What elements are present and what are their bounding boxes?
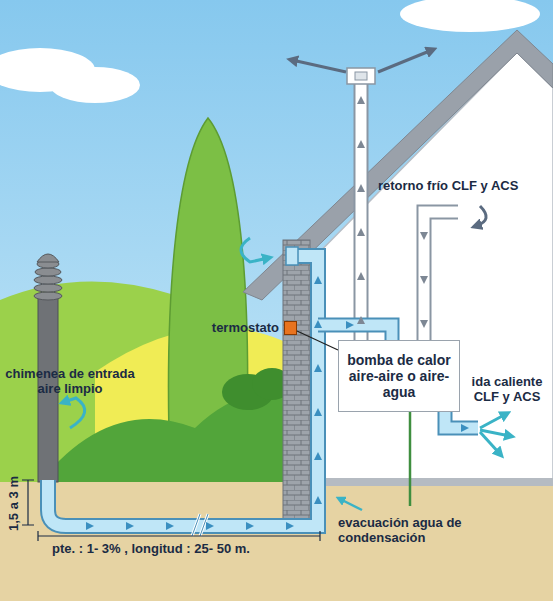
flow-arrow <box>357 96 365 104</box>
landscape <box>0 118 292 482</box>
flow-arrow <box>357 272 365 280</box>
return-duct <box>424 212 458 342</box>
flow-arrow <box>420 320 428 328</box>
flow-arrow <box>314 452 322 460</box>
house <box>243 30 553 300</box>
fresh-air-duct <box>192 514 208 536</box>
air-arrows <box>292 60 346 72</box>
flow-arrow <box>126 522 134 530</box>
air-arrows <box>340 499 362 510</box>
sky <box>400 0 540 32</box>
exhaust-duct <box>355 72 367 80</box>
flow-arrow <box>420 232 428 240</box>
return-duct <box>424 212 458 342</box>
fresh-air-duct <box>286 247 298 265</box>
brick-wall <box>283 240 310 524</box>
return-duct <box>424 212 458 342</box>
air-arrows <box>480 432 500 454</box>
flow-arrow <box>346 321 354 329</box>
supply-label: ida caliente CLF y ACS <box>464 374 550 404</box>
thermostat-wire <box>297 331 338 350</box>
fresh-air-duct <box>192 514 208 536</box>
thermostat-label: termostato <box>212 320 279 335</box>
exhaust-duct <box>354 84 369 342</box>
flow-arrow <box>461 424 469 432</box>
heat-pump-box: bomba de calor aire-aire o aire-agua <box>338 340 460 412</box>
flow-arrow <box>420 276 428 284</box>
air-chimney <box>34 276 62 284</box>
exhaust-duct <box>347 68 375 84</box>
flow-arrow <box>166 522 174 530</box>
flow-arrow <box>314 276 322 284</box>
slope-length-dimension: pte. : 1- 3% , longitud : 25- 50 m. <box>52 541 250 556</box>
flow-arrow <box>314 320 322 328</box>
thermostat-box: termostato <box>284 321 297 335</box>
flow-arrow <box>86 96 469 530</box>
flow-arrow <box>314 408 322 416</box>
air-chimney <box>34 284 62 292</box>
depth-dimension: 1,5 a 3 m <box>6 476 21 531</box>
exhaust-duct <box>347 68 375 342</box>
condensate-pipe <box>409 410 412 506</box>
air-arrows <box>480 414 506 428</box>
brick-wall <box>283 240 310 524</box>
exhaust-duct <box>356 84 367 342</box>
house <box>310 478 553 486</box>
sky <box>50 67 140 103</box>
condensate-label: evacuación agua de condensación <box>338 515 463 545</box>
air-arrows <box>476 206 486 226</box>
flow-arrow <box>314 364 322 372</box>
condensate-pipe <box>410 410 411 506</box>
air-arrows <box>64 398 85 428</box>
air-chimney <box>34 292 62 300</box>
dimension-line <box>22 480 34 525</box>
flow-arrow <box>357 316 365 324</box>
dimension-line <box>22 480 320 541</box>
flow-arrow <box>314 496 322 504</box>
house <box>290 52 553 490</box>
flow-arrow <box>86 522 94 530</box>
air-arrows <box>64 50 510 510</box>
air-arrows <box>241 238 268 262</box>
ground <box>0 486 553 601</box>
flow-arrow <box>357 140 365 148</box>
flow-arrow <box>286 522 294 530</box>
flow-arrow <box>246 522 254 530</box>
flow-arrow <box>206 522 214 530</box>
return-label: retorno frío CLF y ACS <box>378 178 518 193</box>
ground <box>0 482 553 601</box>
heat-pump-label: bomba de calor aire-aire o aire-agua <box>342 352 456 400</box>
air-arrows <box>378 50 432 72</box>
dimension-line <box>38 531 320 541</box>
flow-arrow <box>357 228 365 236</box>
air-chimney <box>37 254 59 262</box>
air-chimney <box>35 268 61 276</box>
chimney-label: chimenea de entrada aire limpio <box>4 366 136 396</box>
flow-arrow <box>357 184 365 192</box>
